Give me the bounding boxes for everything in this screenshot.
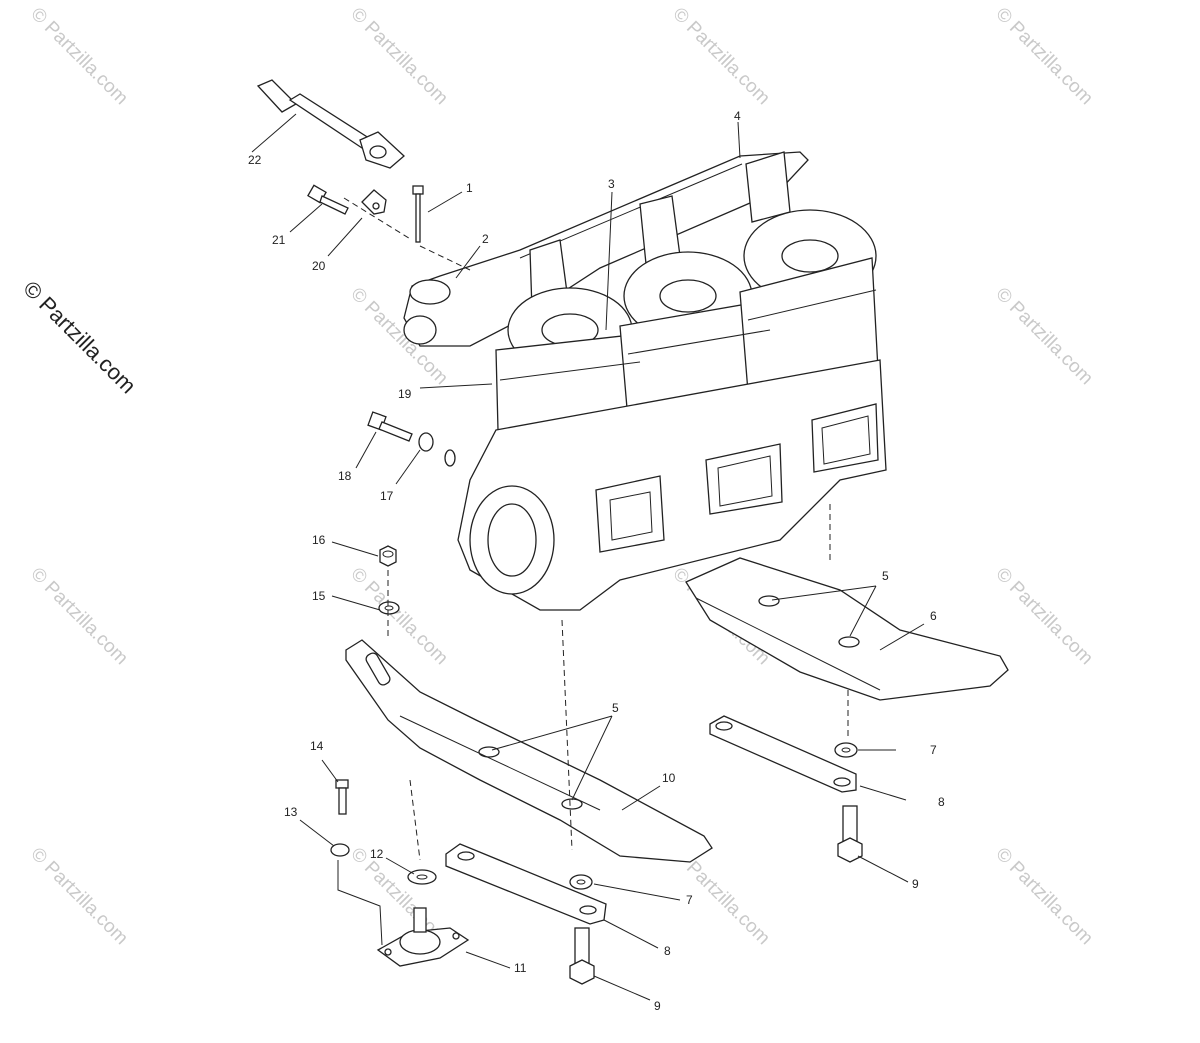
part-1-bolt <box>412 185 424 243</box>
part-17-washer <box>418 432 456 467</box>
callout-labels: 1 2 3 4 5 6 5 10 7 8 9 7 8 9 11 12 13 14… <box>248 109 945 1013</box>
part-7-washer <box>834 742 858 758</box>
callout-18: 18 <box>338 469 352 483</box>
part-8-plate-right <box>709 715 857 793</box>
callout-16: 16 <box>312 533 326 547</box>
callout-6: 6 <box>930 609 937 623</box>
callout-2: 2 <box>482 232 489 246</box>
callout-15: 15 <box>312 589 326 603</box>
watermark: © Partzilla.com <box>26 4 131 109</box>
callout-5a: 5 <box>882 569 889 583</box>
brand-label: © Partzilla.com <box>18 276 141 399</box>
part-9-bolt <box>837 805 863 863</box>
callout-22: 22 <box>248 153 262 167</box>
callout-9b: 9 <box>912 877 919 891</box>
watermark: © Partzilla.com <box>991 284 1096 389</box>
part-10-mount-bracket <box>345 639 713 863</box>
part-6-mount-bracket <box>685 557 1009 701</box>
part-13-washer <box>330 843 350 857</box>
watermark: © Partzilla.com <box>991 564 1096 669</box>
callout-12: 12 <box>370 847 384 861</box>
callout-8a: 8 <box>664 944 671 958</box>
assembly-lines <box>337 197 849 946</box>
callout-3: 3 <box>608 177 615 191</box>
part-18-bolt <box>367 411 413 442</box>
part-20-bracket <box>361 189 387 215</box>
watermark: © Partzilla.com <box>346 4 451 109</box>
part-15-washer <box>378 601 400 615</box>
callout-17: 17 <box>380 489 394 503</box>
callout-7b: 7 <box>930 743 937 757</box>
part-22-tool <box>256 79 405 169</box>
engine-crankcase <box>457 359 887 611</box>
watermark: © Partzilla.com <box>26 564 131 669</box>
leader-lines <box>251 113 925 1001</box>
part-7-washer <box>569 874 593 890</box>
callout-11: 11 <box>514 961 527 975</box>
part-2-manifold <box>403 151 809 347</box>
callout-9a: 9 <box>654 999 661 1013</box>
part-9-bolt <box>569 927 595 985</box>
callout-13: 13 <box>284 805 298 819</box>
callout-8b: 8 <box>938 795 945 809</box>
part-21-bolt <box>307 184 349 215</box>
watermark: © Partzilla.com <box>26 844 131 949</box>
callout-14: 14 <box>310 739 324 753</box>
part-12-washer <box>407 869 437 885</box>
part-14-bolt <box>335 779 349 815</box>
part-11-engine-mount <box>376 907 470 967</box>
callout-5b: 5 <box>612 701 619 715</box>
callout-10: 10 <box>662 771 676 785</box>
callout-21: 21 <box>272 233 286 247</box>
part-16-nut <box>379 545 397 567</box>
callout-4: 4 <box>734 109 741 123</box>
callout-1: 1 <box>466 181 473 195</box>
callout-19: 19 <box>398 387 412 401</box>
watermark: © Partzilla.com <box>991 844 1096 949</box>
watermark: © Partzilla.com <box>668 4 773 109</box>
watermark: © Partzilla.com <box>991 4 1096 109</box>
callout-20: 20 <box>312 259 326 273</box>
callout-7a: 7 <box>686 893 693 907</box>
